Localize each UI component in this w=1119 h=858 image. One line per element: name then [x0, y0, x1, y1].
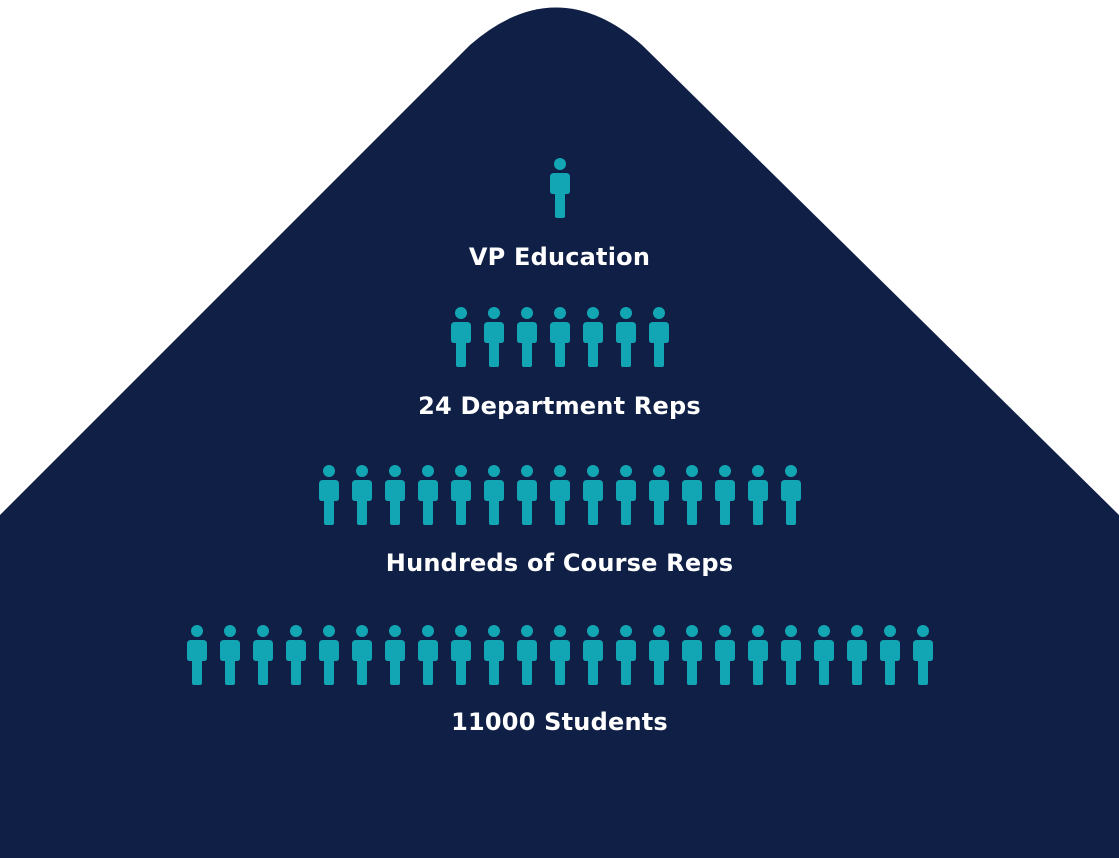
person-icon — [252, 625, 273, 685]
person-icon — [681, 465, 702, 525]
tier-course-reps — [0, 465, 1119, 525]
person-icon — [780, 625, 801, 685]
person-icon — [615, 307, 636, 367]
person-icon — [846, 625, 867, 685]
person-icon — [582, 625, 603, 685]
person-icon — [714, 625, 735, 685]
person-icon — [516, 307, 537, 367]
person-icon — [549, 625, 570, 685]
person-icon — [450, 307, 471, 367]
person-icon — [582, 307, 603, 367]
person-icon — [384, 465, 405, 525]
person-icon — [384, 625, 405, 685]
person-icon — [747, 465, 768, 525]
person-icon — [648, 465, 669, 525]
person-icon — [648, 625, 669, 685]
person-icon — [714, 465, 735, 525]
tier-label-course-reps: Hundreds of Course Reps — [385, 549, 734, 577]
person-icon — [549, 307, 570, 367]
person-icon — [318, 625, 339, 685]
person-icon — [681, 625, 702, 685]
person-icon — [351, 625, 372, 685]
person-icon — [186, 625, 207, 685]
person-icon — [813, 625, 834, 685]
person-icon — [417, 625, 438, 685]
tier-department-reps — [0, 307, 1119, 367]
tier-label-students: 11000 Students — [451, 708, 668, 736]
person-icon — [516, 465, 537, 525]
person-icon — [582, 465, 603, 525]
tier-students — [0, 625, 1119, 685]
figure-row — [0, 625, 1119, 685]
person-icon — [615, 625, 636, 685]
person-icon — [615, 465, 636, 525]
person-icon — [648, 307, 669, 367]
person-icon — [285, 625, 306, 685]
person-icon — [318, 465, 339, 525]
person-icon — [879, 625, 900, 685]
person-icon — [516, 625, 537, 685]
figure-row — [0, 465, 1119, 525]
person-icon — [351, 465, 372, 525]
person-icon — [483, 465, 504, 525]
person-icon — [747, 625, 768, 685]
figure-row — [0, 307, 1119, 367]
person-icon — [549, 465, 570, 525]
person-icon — [450, 625, 471, 685]
person-icon — [417, 465, 438, 525]
tier-label-department-reps: 24 Department Reps — [418, 392, 701, 420]
person-icon — [912, 625, 933, 685]
person-icon — [483, 307, 504, 367]
pyramid-shape — [0, 7, 1119, 858]
tier-vp-education — [0, 158, 1119, 218]
person-icon — [780, 465, 801, 525]
figure-row — [0, 158, 1119, 218]
person-icon — [483, 625, 504, 685]
person-icon — [219, 625, 240, 685]
person-icon — [450, 465, 471, 525]
person-icon — [549, 158, 570, 218]
tier-label-vp-education: VP Education — [468, 243, 651, 271]
